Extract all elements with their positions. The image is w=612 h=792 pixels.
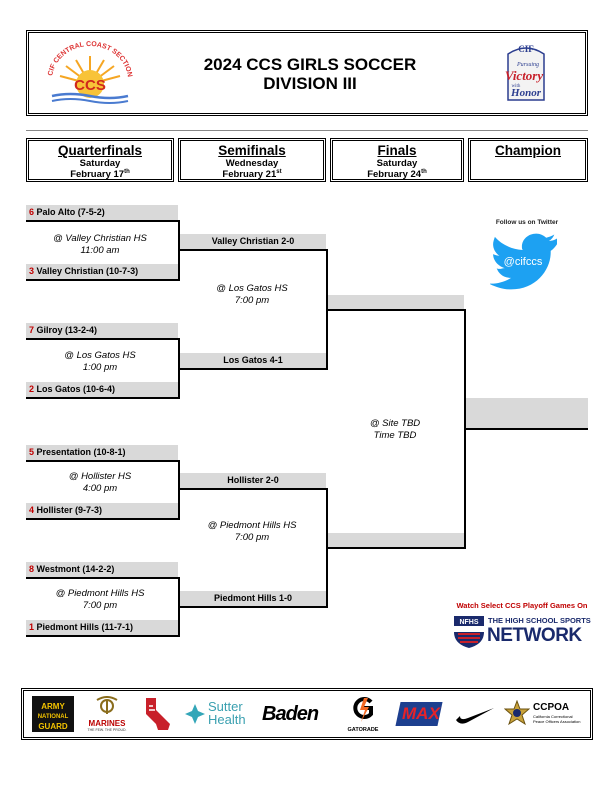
nfhs-shield-icon: NFHS [454,616,484,648]
twitter-bird-icon[interactable]: @cifccs [490,232,562,292]
svg-text:CCS: CCS [74,77,106,94]
svg-text:Victory: Victory [505,68,544,83]
round-day: Wednesday [225,158,279,169]
svg-text:@cifccs: @cifccs [504,256,543,268]
svg-text:with: with [512,84,521,89]
bracket-line [26,397,180,399]
qf2-top-team: 7 Gilroy (13-2-4) [26,323,178,338]
round-header-quarterfinals: Quarterfinals Saturday February 17th [26,138,174,182]
qf4-bottom-team: 1 Piedmont Hills (11-7-1) [26,620,178,635]
sf2-bottom-team: Piedmont Hills 1-0 [180,591,326,606]
round-name: Champion [495,143,561,158]
round-name: Quarterfinals [57,143,143,158]
ccs-logo: CIF CENTRAL COAST SECTION CCS [47,41,133,104]
round-day: Saturday [376,158,418,169]
page-title: 2024 CCS GIRLS SOCCER DIVISION III [150,55,470,93]
sf1-bottom-team: Los Gatos 4-1 [180,353,326,368]
round-header-semifinals: Semifinals Wednesday February 21st [178,138,326,182]
svg-text:NFHS: NFHS [459,619,478,626]
bracket-line [26,338,180,340]
nfhs-line-2: NETWORK [487,625,582,646]
bracket-line [466,428,588,430]
title-line-2: DIVISION III [263,74,357,93]
round-name: Semifinals [218,143,286,158]
nike-swoosh-icon [456,708,494,724]
gatorade-logo: GATORADE [342,696,384,733]
title-line-1: 2024 CCS GIRLS SOCCER [203,55,417,74]
bracket-line [180,488,328,490]
round-date: February 21st [222,168,282,180]
star-badge-icon [504,700,530,726]
round-date: February 17th [70,168,130,180]
header-separator [26,130,588,131]
bracket-line [178,338,180,398]
bracket-line [26,518,180,520]
final-bottom-team [328,533,464,547]
gatorade-g-bolt-icon [353,697,373,722]
qf3-top-team: 5 Presentation (10-8-1) [26,445,178,460]
svg-text:Pursuing: Pursuing [516,62,539,68]
qf1-top-team: 6 Palo Alto (7-5-2) [26,205,178,220]
bracket-line [328,547,466,549]
bracket-line [180,368,328,370]
bracket-line [326,488,328,607]
qf2-bottom-team: 2 Los Gatos (10-6-4) [26,382,178,397]
bracket-line [180,249,328,251]
qf3-bottom-team: 4 Hollister (9-7-3) [26,503,178,518]
round-name: Finals [377,143,417,158]
bracket-line [26,460,180,462]
bracket-line [328,309,466,311]
nfhs-line-1: THE HIGH SCHOOL SPORTS [488,616,591,625]
qf4-top-team: 8 Westmont (14-2-2) [26,562,178,577]
bracket-line [178,220,180,280]
baden-logo: Baden [262,703,319,725]
round-header-finals: Finals Saturday February 24th [330,138,464,182]
bracket-line [178,460,180,519]
nfhs-logo[interactable]: NFHS THE HIGH SCHOOL SPORTS NETWORK [452,612,592,648]
bracket-line [26,279,180,281]
qf1-bottom-team: 3 Valley Christian (10-7-3) [26,264,178,279]
california-logo [146,698,170,730]
bracket-line [464,309,466,547]
max-preps-logo: MAX [395,696,443,732]
marines-logo: MARINES THE FEW. THE PROUD. [82,696,132,732]
round-date: February 24th [367,168,427,180]
sponsors-frame [21,688,593,740]
champion-box [466,398,588,428]
final-top-team [328,295,464,309]
sf1-top-team: Valley Christian 2-0 [180,234,326,249]
sutter-health-logo: Sutter Health [184,696,256,732]
svg-text:CIF: CIF [518,44,534,54]
bracket-line [178,577,180,636]
cif-logo: CIF Pursuing Victory with Honor [505,44,545,101]
bracket-line [180,606,328,608]
round-day: Saturday [79,158,121,169]
svg-text:Honor: Honor [510,87,542,99]
bracket-line [26,577,180,579]
nfhs-caption: Watch Select CCS Playoff Games On [456,601,588,610]
ccpoa-logo: CCPOA California Correctional Peace Offi… [504,696,588,732]
bracket-line [326,249,328,370]
bracket-line [26,220,180,222]
sutter-mark-icon [185,704,205,724]
twitter-caption: Follow us on Twitter [495,219,559,226]
eagle-globe-anchor-icon [96,696,118,714]
round-header-champion: Champion [468,138,588,182]
header-frame [26,30,588,116]
bracket-line [26,635,180,637]
sf2-top-team: Hollister 2-0 [180,473,326,488]
